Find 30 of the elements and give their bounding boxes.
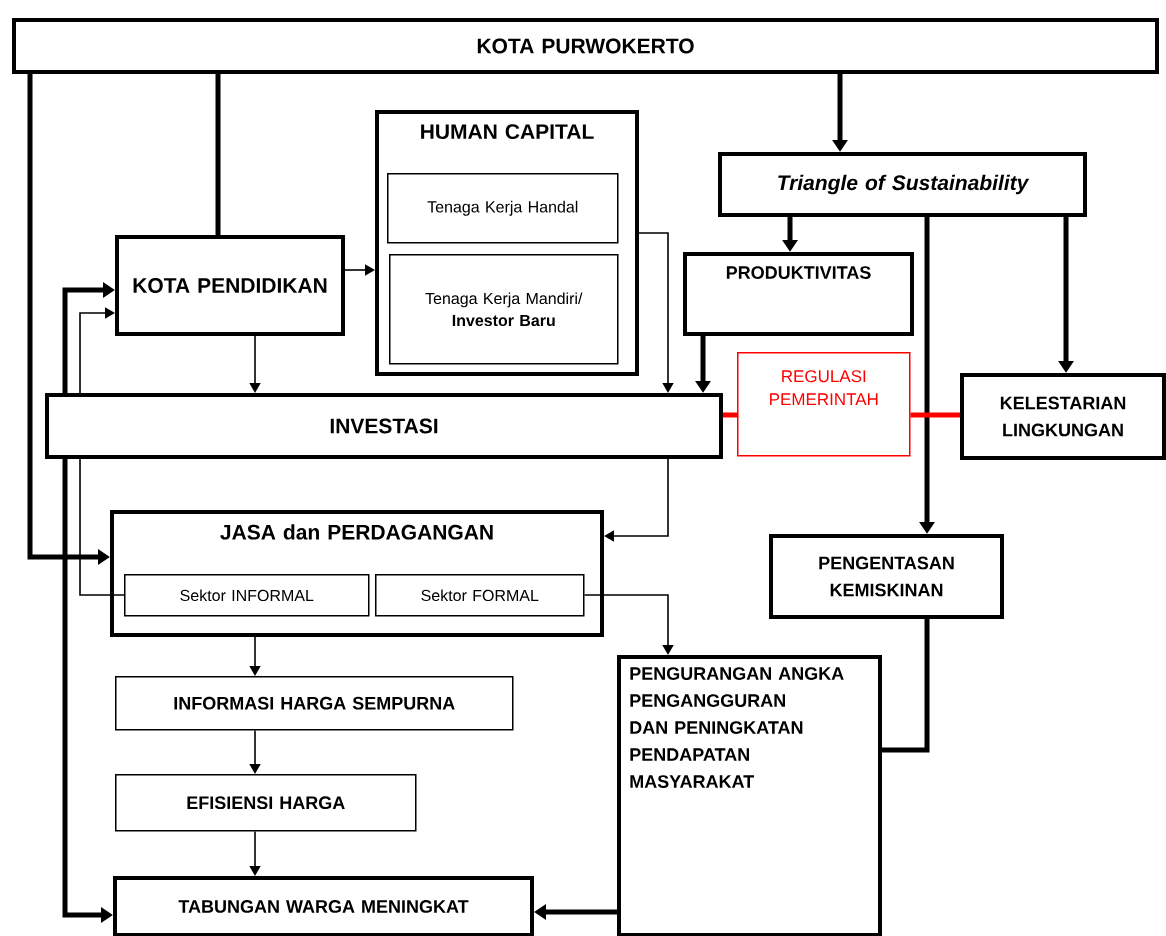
process-box: KOTA PURWOKERTO bbox=[12, 18, 1159, 74]
arrow bbox=[249, 729, 261, 774]
process-box: KOTA PENDIDIKAN bbox=[115, 235, 345, 336]
connector-line bbox=[215, 74, 221, 235]
connector-line bbox=[723, 412, 737, 418]
connector-line bbox=[79, 458, 125, 596]
inner-box: Sektor FORMAL bbox=[375, 574, 585, 617]
process-box: INFORMASI HARGA SEMPURNA bbox=[115, 676, 514, 731]
inner-box: Tenaga Kerja Handal bbox=[387, 173, 619, 244]
process-box: PENGURANGAN ANGKA PENGANGGURAN DAN PENINGKATAN PENDAPATAN MASYARAKAT bbox=[617, 655, 882, 936]
inner-box: Tenaga Kerja Mandiri/ Investor Baru bbox=[389, 254, 619, 365]
process-box: Triangle of Sustainability bbox=[718, 152, 1087, 217]
arrow bbox=[249, 636, 261, 676]
process-box: EFISIENSI HARGA bbox=[115, 774, 417, 832]
process-box: KELESTARIAN LINGKUNGAN bbox=[960, 373, 1166, 460]
process-box: INVESTASI bbox=[45, 393, 723, 459]
arrow bbox=[249, 830, 261, 876]
arrow bbox=[583, 594, 674, 655]
arrow bbox=[638, 232, 674, 393]
process-box: TABUNGAN WARGA MENINGKAT bbox=[113, 876, 534, 936]
arrow bbox=[344, 264, 375, 276]
connector-line bbox=[882, 619, 930, 753]
arrow bbox=[249, 335, 261, 393]
connector-line bbox=[910, 412, 960, 418]
inner-box: Sektor INFORMAL bbox=[124, 574, 370, 617]
group-box: PRODUKTIVITAS bbox=[683, 252, 914, 336]
arrow bbox=[604, 458, 669, 542]
regulation-box: REGULASI PEMERINTAH bbox=[737, 352, 911, 457]
arrow bbox=[79, 307, 115, 394]
process-box: PENGENTASAN KEMISKINAN bbox=[769, 534, 1004, 619]
